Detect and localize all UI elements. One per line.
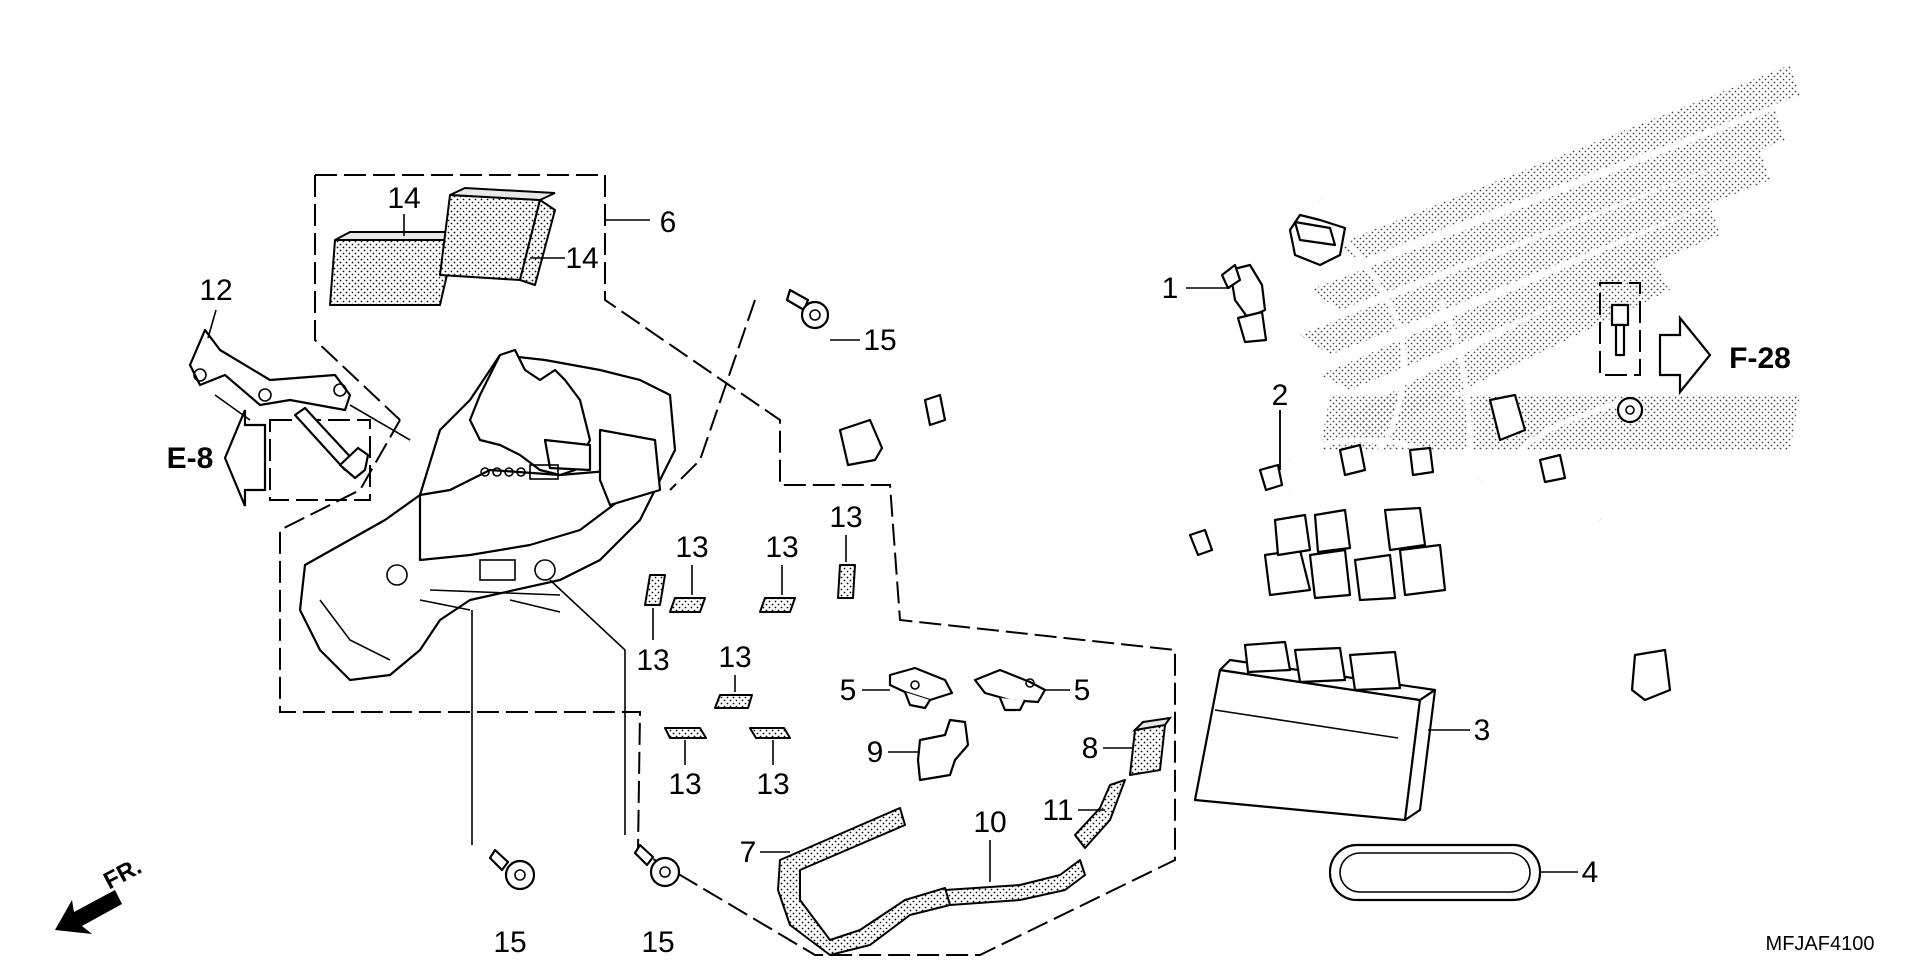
screw-15-right (549, 579, 681, 888)
label-3: 3 (1474, 714, 1491, 747)
screw-15-top (785, 288, 860, 341)
label-15a: 15 (863, 324, 896, 357)
wire-harness-2 (1263, 198, 1672, 702)
label-5a: 5 (840, 674, 857, 707)
wing-logo-watermark (1300, 65, 1800, 450)
assembly-outline (269, 174, 1176, 956)
label-8: 8 (1082, 732, 1099, 765)
label-13c: 13 (829, 501, 862, 534)
diagram-code: MFJAF4100 (1766, 933, 1875, 955)
ref-bolt-right (1599, 282, 1641, 376)
label-15c: 15 (641, 926, 674, 959)
bolt (214, 394, 411, 480)
label-6: 6 (660, 206, 677, 239)
ref-label-left[interactable]: E-8 (167, 442, 214, 475)
label-13f: 13 (668, 768, 701, 801)
label-4: 4 (1582, 856, 1599, 889)
screw-15-left (471, 610, 536, 891)
label-10: 10 (973, 806, 1006, 839)
label-15b: 15 (493, 926, 526, 959)
label-7: 7 (740, 836, 757, 869)
label-5b: 5 (1074, 674, 1091, 707)
clamp-5-right (973, 668, 1070, 712)
label-1: 1 (1162, 272, 1179, 305)
foam-block-14b (439, 186, 556, 286)
ref-label-right[interactable]: F-28 (1729, 342, 1791, 375)
label-11: 11 (1042, 794, 1073, 827)
label-13e: 13 (718, 641, 751, 674)
foam-strip-10 (944, 840, 1086, 906)
label-9: 9 (867, 736, 884, 769)
clip-9 (888, 718, 970, 782)
label-13a: 13 (675, 531, 708, 564)
foam-pads-13 (644, 535, 856, 765)
ecu-3 (1193, 640, 1470, 822)
foam-8 (1103, 716, 1173, 776)
gasket-ring-4 (1328, 843, 1578, 902)
under-seat-tray (298, 348, 677, 682)
label-13b: 13 (765, 531, 798, 564)
label-13d: 13 (636, 644, 669, 677)
wire-harness-left (838, 384, 1291, 603)
label-13g: 13 (756, 768, 789, 801)
foam-strip-7 (760, 807, 951, 956)
clamp-1 (1186, 263, 1268, 344)
front-arrow-icon (55, 890, 122, 934)
part-labels: 1 2 3 4 5 5 6 7 8 9 10 11 12 13 13 13 13… (199, 182, 1598, 959)
label-2: 2 (1272, 379, 1289, 412)
label-12: 12 (199, 274, 232, 307)
ref-arrow-right[interactable] (1658, 314, 1712, 396)
label-14a: 14 (387, 182, 420, 215)
front-label: FR. (99, 853, 146, 895)
ref-arrow-left[interactable] (223, 409, 267, 507)
foam-strip-11 (1074, 779, 1126, 849)
bracket-12 (188, 309, 352, 412)
clamp-5-left (862, 666, 954, 710)
label-14b: 14 (565, 242, 598, 275)
